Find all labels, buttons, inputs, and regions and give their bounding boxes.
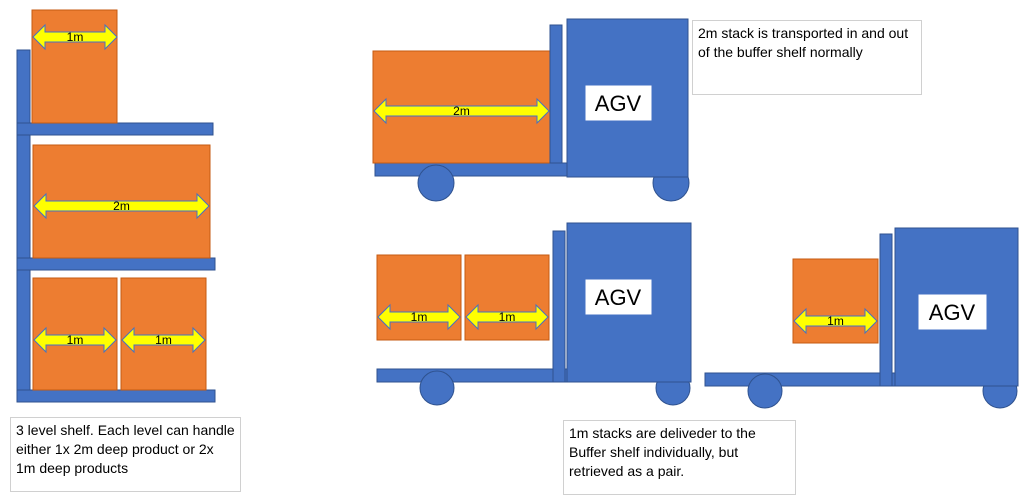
double-arrow-icon — [373, 97, 550, 125]
double-arrow-icon — [33, 326, 117, 354]
agv-1m-single: AGV — [704, 227, 1019, 409]
dimension-label: 2m — [453, 104, 470, 118]
box-1m-bottom-right — [120, 277, 207, 391]
agv-mast — [879, 233, 893, 387]
double-arrow-icon — [121, 326, 206, 354]
agv-wheel — [419, 370, 455, 406]
agv-label: AGV — [929, 300, 976, 325]
agv-label: AGV — [595, 285, 642, 310]
agv-mast — [549, 24, 563, 164]
dimension-label: 1m — [67, 30, 84, 44]
agv-label: AGV — [595, 91, 642, 116]
shelf-post — [16, 49, 31, 403]
agv-label-box — [917, 293, 988, 331]
agv-wheel — [747, 373, 783, 409]
agv-fork — [376, 368, 570, 383]
agv-label-box — [584, 278, 653, 316]
agv-label-box — [584, 84, 653, 122]
dimension-label: 2m — [113, 199, 130, 213]
agv-1m-pair: AGV — [376, 222, 692, 406]
shelf-note: 3 level shelf. Each level can handle eit… — [10, 417, 241, 492]
dimension-arrows: 1m 2m 1m 1m 2m 1m 1m 1m — [32, 23, 878, 354]
double-arrow-icon — [32, 23, 118, 51]
box-1m-right — [464, 254, 550, 341]
dimension-label: 1m — [67, 333, 84, 347]
box-1m-bottom-left — [32, 277, 118, 391]
dimension-label: 1m — [155, 333, 172, 347]
shelf-level-bottom — [16, 389, 216, 403]
dimension-label: 1m — [827, 314, 844, 328]
agv-fork — [374, 162, 570, 177]
double-arrow-icon — [377, 303, 461, 331]
double-arrow-icon — [465, 303, 549, 331]
box-1m-left — [376, 254, 462, 341]
agv-2m-note: 2m stack is transported in and out of th… — [692, 20, 922, 95]
box-1m — [792, 258, 879, 344]
agv-wheel — [417, 164, 455, 202]
agv-mast — [552, 230, 566, 383]
dimension-label: 1m — [499, 310, 516, 324]
agv-fork — [704, 372, 898, 387]
double-arrow-icon — [793, 307, 878, 335]
shelf — [16, 9, 216, 403]
shelf-level-middle — [16, 257, 216, 271]
agv-1m-note: 1m stacks are deliveder to the Buffer sh… — [563, 420, 796, 495]
shelf-level-top — [16, 122, 214, 136]
double-arrow-icon — [33, 192, 210, 220]
dimension-label: 1m — [411, 310, 428, 324]
box-1m-top — [31, 9, 118, 124]
